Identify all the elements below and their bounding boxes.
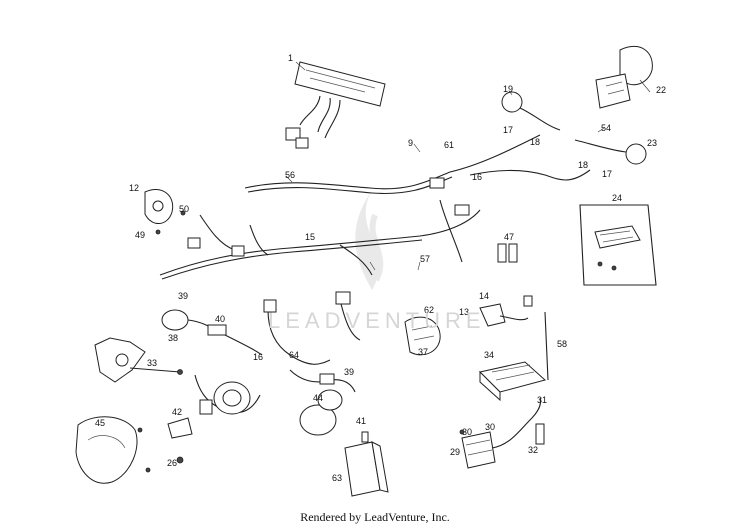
- callout-label: 22: [656, 85, 666, 95]
- callout-label: 47: [504, 232, 514, 242]
- callout-label: 58: [557, 339, 567, 349]
- callout-label: 14: [479, 291, 489, 301]
- callout-label: 44: [313, 393, 323, 403]
- callout-label: 38: [168, 333, 178, 343]
- handlebar-switch: [404, 316, 441, 356]
- callout-label: 34: [484, 350, 494, 360]
- caption: Rendered by LeadVenture, Inc.: [300, 510, 450, 524]
- callout-label: 57: [420, 254, 430, 264]
- rear-light-harness: [161, 291, 361, 365]
- callout-label: 30: [485, 422, 495, 432]
- tail-light: [289, 369, 356, 436]
- callout-label: 33: [147, 358, 157, 368]
- callout-label: 40: [215, 314, 225, 324]
- callout-label: 62: [424, 305, 434, 315]
- callout-label: 17: [602, 169, 612, 179]
- watermark-emblem: [355, 190, 384, 290]
- callout-label: 45: [95, 418, 105, 428]
- callout-label: 50: [179, 204, 189, 214]
- callout-label: 24: [612, 193, 622, 203]
- callout-label: 42: [172, 407, 182, 417]
- callout-label: 18: [530, 137, 540, 147]
- callout-labels: 1 9 61 19 17 18 54 22 23 18 17 56 16 12 …: [95, 53, 666, 483]
- callout-label: 61: [444, 140, 454, 150]
- callout-label: 15: [305, 232, 315, 242]
- neutral-switch: [479, 295, 549, 381]
- callout-label: 37: [418, 347, 428, 357]
- callout-label: 29: [450, 447, 460, 457]
- leader-lines: [285, 61, 651, 271]
- callout-label: 32: [528, 445, 538, 455]
- main-wire-harness: [159, 134, 591, 280]
- relay-63: [344, 431, 389, 497]
- ignition-coil: [459, 397, 545, 469]
- switch-detail-box: [579, 204, 657, 286]
- callout-label: 31: [537, 395, 547, 405]
- callout-label: 23: [647, 138, 657, 148]
- callout-label: 41: [356, 416, 366, 426]
- callout-label: 26: [167, 458, 177, 468]
- mounting-bracket: [94, 337, 183, 383]
- callout-label: 56: [285, 170, 295, 180]
- callout-label: 39: [344, 367, 354, 377]
- stator-cover-group: [75, 374, 261, 484]
- callout-label: 1: [288, 53, 293, 63]
- callout-label: 39: [178, 291, 188, 301]
- callout-label: 30: [462, 427, 472, 437]
- callout-label: 63: [332, 473, 342, 483]
- callout-label: 19: [503, 84, 513, 94]
- callout-label: 12: [129, 183, 139, 193]
- callout-label: 49: [135, 230, 145, 240]
- callout-label: 16: [253, 352, 263, 362]
- callout-label: 13: [459, 307, 469, 317]
- callout-label: 18: [578, 160, 588, 170]
- callout-label: 9: [408, 138, 413, 148]
- front-turn-signals: [501, 91, 647, 165]
- callout-label: 17: [503, 125, 513, 135]
- cdi-unit: [479, 361, 547, 402]
- instrument-cluster: [285, 61, 386, 149]
- callout-label: 16: [472, 172, 482, 182]
- watermark-text: LEADVENTURE: [268, 308, 486, 333]
- fuse-pair: [497, 243, 518, 263]
- horn: [144, 189, 186, 235]
- callout-label: 64: [289, 350, 299, 360]
- headlight-assembly: [595, 45, 653, 109]
- callout-label: 54: [601, 123, 611, 133]
